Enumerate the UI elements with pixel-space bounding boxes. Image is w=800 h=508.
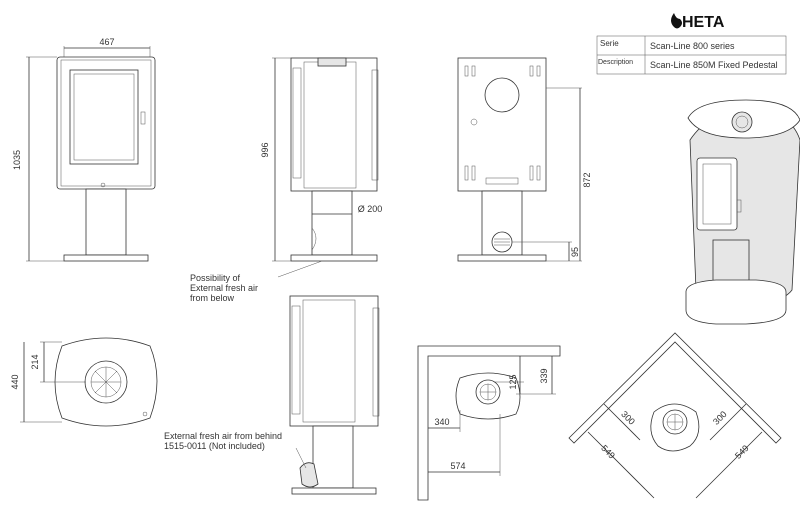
- title-block: Serie Scan-Line 800 series Description S…: [596, 35, 787, 75]
- side-view: 996 Ø 200: [260, 57, 383, 278]
- note-behind-line2: 1515-0011 (Not included): [164, 441, 265, 451]
- dim-height-total: 1035: [12, 150, 22, 170]
- brand-name: HETA: [682, 14, 725, 31]
- top-view: 214 440: [10, 337, 158, 427]
- dim-top-depth: 440: [10, 374, 20, 389]
- dim-width: 467: [99, 37, 114, 47]
- note-below-line1: Possibility of: [190, 273, 241, 283]
- dim-side-height: 996: [260, 142, 270, 157]
- dim-front-clear: 574: [450, 461, 465, 471]
- dim-back-height: 872: [582, 172, 592, 187]
- back-view: 872 95: [457, 57, 592, 262]
- dim-top-half: 214: [30, 354, 40, 369]
- flame-icon: [671, 13, 682, 29]
- dim-corner-back: 125: [508, 374, 518, 389]
- description-label: Description: [598, 59, 633, 66]
- dim-air-inlet: 95: [570, 247, 580, 257]
- dim-pipe-diameter: Ø 200: [358, 204, 383, 214]
- dim-diag-a: 300: [619, 409, 637, 427]
- front-view: 467 1035: [12, 37, 156, 262]
- note-below-line3: from below: [190, 293, 235, 303]
- note-behind-line1: External fresh air from behind: [164, 431, 282, 441]
- heta-logo: HETA: [671, 13, 725, 31]
- serie-value: Scan-Line 800 series: [650, 41, 735, 51]
- note-fresh-air-below: Possibility of External fresh air from b…: [190, 273, 258, 303]
- dim-corner-side: 339: [539, 368, 549, 383]
- serie-label: Serie: [600, 39, 619, 48]
- corner-plan-diagonal: 300 300 549 549: [568, 332, 782, 499]
- corner-plan-wall: 125 339 340 574: [417, 345, 561, 501]
- stove-3d-render: [685, 99, 800, 325]
- dim-side-clear: 340: [434, 417, 449, 427]
- note-below-line2: External fresh air: [190, 283, 258, 293]
- side-view-rear-air: External fresh air from behind 1515-0011…: [164, 295, 380, 495]
- description-value: Scan-Line 850M Fixed Pedestal: [650, 60, 778, 70]
